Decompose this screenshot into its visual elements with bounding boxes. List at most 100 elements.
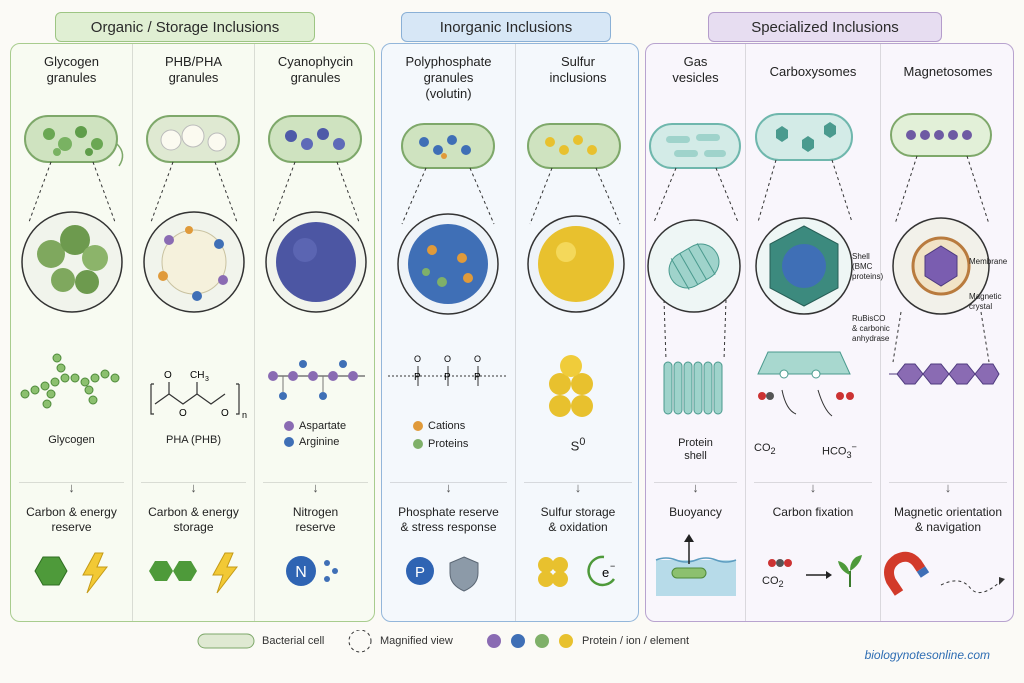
legend-icons (197, 630, 573, 653)
legend-cell-label: Bacterial cell (262, 635, 325, 647)
pha-ch3-sub: 3 (205, 376, 209, 383)
phosphate-p3: P (474, 372, 481, 383)
carboxysome-function: Carbon fixation (772, 505, 854, 519)
shell-segment-icon (757, 351, 851, 375)
shield-icon (449, 556, 479, 592)
blue-dot-icon (511, 634, 525, 648)
glycogen-chain-icon (20, 353, 120, 409)
magnified-view-legend-icon (348, 630, 372, 653)
aspartate-label: Aspartate (299, 420, 347, 432)
phosphate-o3: O (474, 354, 481, 364)
magnetosome-illustration (889, 113, 1000, 385)
glycogen-title: Glycogen granules (44, 54, 99, 85)
magnetosome-chain-icon (889, 363, 1000, 385)
divider (263, 482, 368, 483)
magnetosome-function: Magnetic orientation & navigation (893, 505, 1003, 534)
pha-structure-icon (150, 382, 240, 415)
cyanophycin-column: Cyanophycin granules (255, 44, 374, 621)
bacterial-cell-icon (268, 115, 362, 163)
electron-sup: − (610, 561, 615, 571)
granule-protein-icon (158, 226, 228, 301)
rubisco-core-icon (782, 244, 826, 288)
down-arrow-icon: ↓ (312, 480, 319, 495)
purple-dot-icon (487, 634, 501, 648)
membrane-label: Membrane (969, 257, 1008, 266)
divider (524, 482, 632, 483)
sulfur-column: Sulfur inclusions S0 (516, 44, 638, 621)
down-arrow-icon: ↓ (809, 480, 817, 495)
divider (141, 482, 246, 483)
cyanophycin-title: Cyanophycin granules (277, 54, 354, 85)
pha-o3: O (221, 408, 229, 419)
electron-label: e (602, 565, 609, 580)
divider (654, 482, 737, 483)
pha-function-icons (149, 552, 239, 594)
magnetic-crystal-icon (924, 245, 958, 287)
pha-molecule-label: PHA (PHB) (165, 434, 221, 446)
phosphate-p1: P (414, 372, 421, 383)
divider (19, 482, 124, 483)
legend: Bacterial cell Magnified view Protein / … (0, 630, 1024, 654)
arginine-label: Arginine (299, 436, 340, 448)
proteins-label: Proteins (428, 438, 469, 450)
divider (390, 482, 507, 483)
magnetic-crystal-label: Magnetic crystal (969, 292, 1002, 311)
cyanophycin-function-icons: N (286, 556, 338, 586)
glycogen-function-icons (34, 552, 109, 594)
specialized-group-panel: Gas vesicles (645, 43, 1014, 622)
down-arrow-icon: ↓ (190, 480, 197, 495)
pha-o1: O (164, 370, 172, 381)
sulfur-cluster-icon (549, 355, 593, 417)
pha-title: PHB/PHA granules (164, 54, 223, 85)
down-arrow-icon: ↓ (68, 480, 75, 495)
bacterial-cell-icon (527, 123, 621, 169)
bacterial-cell-icon (890, 113, 992, 157)
yellow-dot-icon (559, 634, 573, 648)
glycogen-column: Glycogen granules (11, 44, 133, 621)
bacterial-cell-icon (649, 123, 741, 169)
down-arrow-icon: ↓ (445, 480, 452, 495)
pha-illustration: O CH 3 O O n (143, 115, 247, 420)
divider (889, 482, 1007, 483)
leaf-icon (838, 561, 850, 575)
nitrogen-icon (286, 556, 316, 586)
magnetosome-title: Magnetosomes (903, 64, 993, 79)
phosphate-o1: O (414, 354, 421, 364)
rubisco-label: RuBisCO & carbonic anhydrase (852, 314, 890, 343)
leaf-icon (850, 555, 862, 571)
phosphate-o2: O (444, 354, 451, 364)
gas-vesicles-column: Gas vesicles (646, 44, 746, 621)
sulfur-function: Sulfur storage & oxidation (540, 505, 616, 534)
down-arrow-icon: ↓ (574, 480, 582, 495)
hexagon-icon (34, 556, 68, 586)
protein-shell-icon (663, 361, 723, 415)
down-arrow-icon: ↓ (944, 480, 952, 495)
carboxysome-shell-label: Shell (BMC proteins) (852, 252, 884, 281)
cycle-arrow-icon (587, 555, 616, 587)
bacterial-cell-icon (24, 115, 124, 167)
polyphosphate-illustration: P P P O O O (388, 123, 508, 449)
protein-dot-icon (413, 439, 423, 449)
hexagon-icon (173, 561, 197, 581)
legend-magnified-label: Magnified view (380, 635, 453, 647)
sulfur-illustration (527, 123, 625, 417)
polyphosphate-function: Phosphate reserve & stress response (398, 505, 499, 534)
cyanophycin-chain-icon (268, 360, 365, 400)
magnetosome-column: Magnetosomes (881, 44, 1013, 621)
sulfur-title: Sulfur inclusions (549, 54, 607, 85)
lightning-icon (82, 552, 109, 594)
hco3-label: HCO3− (822, 442, 857, 460)
cyanophycin-granule-icon (276, 222, 356, 302)
gas-vesicle-icon (668, 243, 720, 290)
legend-protein-label: Protein / ion / element (582, 635, 690, 647)
glycogen-molecule-label: Glycogen (48, 434, 95, 446)
bacterial-cell-legend-icon (197, 633, 255, 649)
glycogen-granule-icon (37, 225, 108, 294)
cations-label: Cations (428, 420, 466, 432)
pha-o2: O (179, 408, 187, 419)
gas-vesicles-title: Gas vesicles (672, 54, 719, 85)
green-dot-icon (535, 634, 549, 648)
phosphate-icon (406, 557, 434, 585)
phosphate-p2: P (444, 372, 451, 383)
co2-label: CO2 (754, 442, 776, 457)
